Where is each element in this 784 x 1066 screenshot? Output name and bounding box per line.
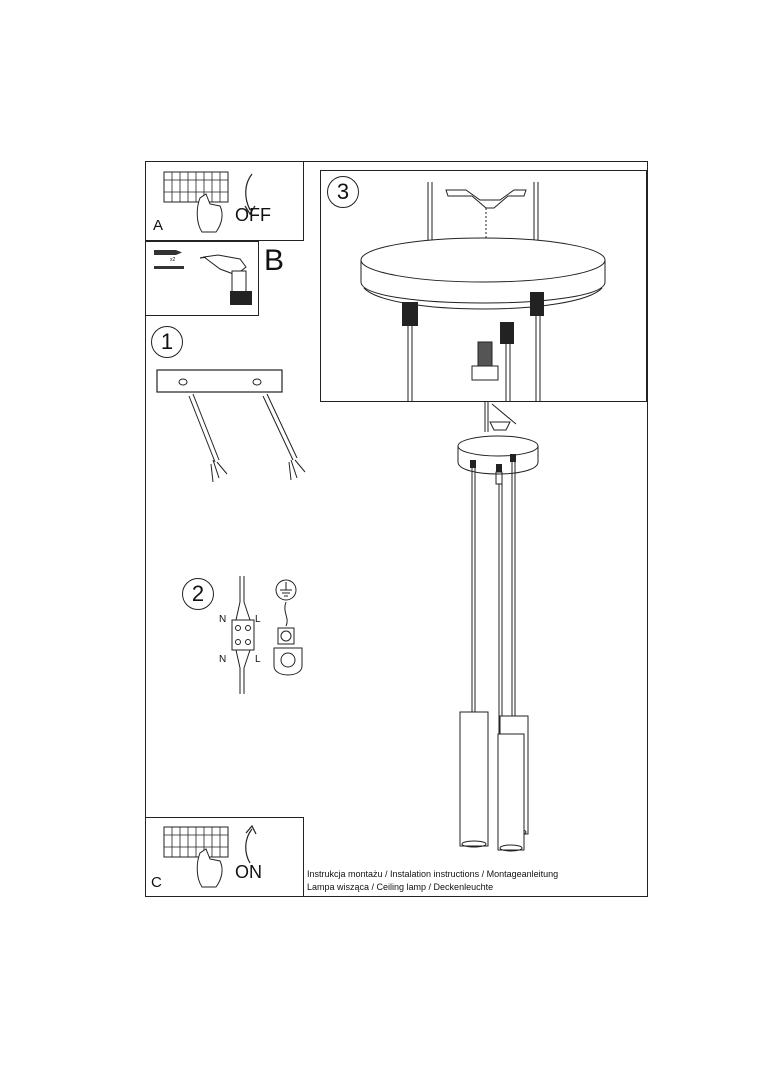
step-2-badge: 2 — [182, 578, 214, 610]
wire-l-bottom-label: L — [255, 654, 261, 665]
wire-n-top-label: N — [219, 614, 227, 625]
instruction-sheet — [145, 161, 648, 897]
wall-plugs-and-screws-icon — [154, 250, 184, 269]
pendant-lamp-assembly-illustration — [457, 402, 539, 852]
panel-b-qty: x2 — [170, 257, 176, 263]
step-1-badge: 1 — [151, 326, 183, 358]
panel-b-label: B — [264, 244, 285, 277]
panel-c-action: ON — [235, 862, 262, 882]
panel-c-label: C — [151, 874, 162, 891]
power-drill-icon — [199, 254, 252, 305]
wire-l-top-label: L — [255, 614, 261, 625]
breaker-switch-on-illustration — [163, 824, 257, 888]
panel-a-action: OFF — [235, 205, 271, 225]
wire-n-bottom-label: N — [219, 654, 227, 665]
wiring-terminal-block-illustration — [231, 576, 255, 694]
ground-terminal-icon — [273, 579, 303, 676]
panel-a-power-off — [145, 161, 304, 241]
step-1-number: 1 — [160, 329, 174, 354]
footer-title-line-2: Lampa wisząca / Ceiling lamp / Deckenleu… — [307, 882, 494, 892]
step-3-number: 3 — [336, 179, 350, 204]
breaker-switch-off-illustration — [163, 171, 256, 233]
canopy-detail-illustration — [360, 182, 606, 402]
footer-title-line-1: Instrukcja montażu / Instalation instruc… — [307, 869, 559, 879]
ceiling-drill-holes-illustration — [156, 369, 306, 483]
step-2-number: 2 — [191, 581, 205, 606]
panel-a-label: A — [153, 217, 164, 234]
step-3-badge: 3 — [327, 176, 359, 208]
